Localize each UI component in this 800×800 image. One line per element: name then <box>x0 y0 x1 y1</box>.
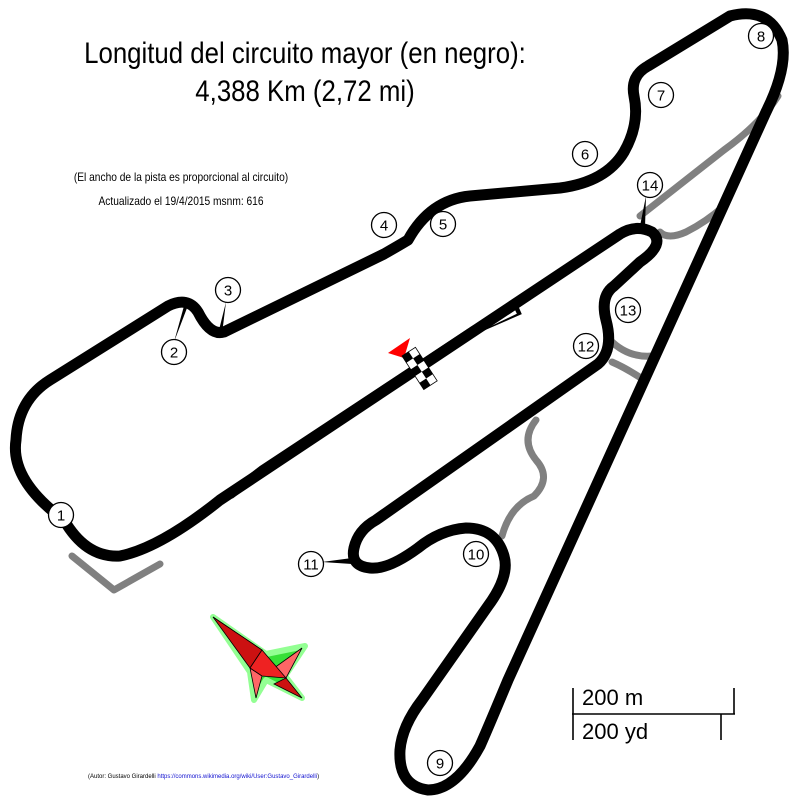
svg-text:11: 11 <box>303 557 319 574</box>
turn-marker-4: 4 <box>370 211 398 239</box>
turn-marker-9: 9 <box>426 749 454 777</box>
turn-marker-1: 1 <box>47 501 75 529</box>
alt-section-chicane <box>498 416 547 540</box>
turn-marker-10: 10 <box>462 540 490 568</box>
alt-section-infield-1 <box>606 336 656 360</box>
scale-metric-label: 200 m <box>582 685 644 710</box>
turn-marker-14: 14 <box>636 171 664 227</box>
scale-bar <box>572 688 735 740</box>
author-link[interactable]: https://commons.wikimedia.org/wiki/User:… <box>157 774 318 780</box>
checkered-flag-icon <box>388 338 438 391</box>
turn-marker-5: 5 <box>429 210 457 238</box>
svg-text:5: 5 <box>439 217 447 234</box>
svg-text:12: 12 <box>578 339 595 356</box>
svg-text:9: 9 <box>436 756 444 773</box>
author-suffix: ) <box>317 774 320 780</box>
svg-text:13: 13 <box>620 303 637 320</box>
title-distance: 4,388 Km (2,72 mi) <box>195 75 415 108</box>
turn-marker-2: 2 <box>160 306 188 366</box>
main-track <box>9 8 789 796</box>
turn-marker-12: 12 <box>572 332 600 360</box>
width-note: (El ancho de la pista es proporcional al… <box>73 170 289 184</box>
svg-text:1: 1 <box>57 508 65 525</box>
alt-section-turn1 <box>68 552 164 594</box>
svg-text:2: 2 <box>170 345 178 362</box>
scale-imperial-label: 200 yd <box>582 719 649 744</box>
turn-marker-13: 13 <box>614 296 642 324</box>
author-credit: (Autor: Gustavo Girardelli https://commo… <box>88 774 319 780</box>
updated-note: Actualizado el 19/4/2015 msnm: 616 <box>98 194 264 208</box>
alt-section-infield-2 <box>608 358 648 384</box>
compass-rose-icon <box>210 614 308 703</box>
svg-text:3: 3 <box>224 283 232 300</box>
turn-marker-6: 6 <box>571 140 599 168</box>
svg-text:10: 10 <box>468 547 485 564</box>
svg-text:14: 14 <box>642 178 659 195</box>
turn-marker-3: 3 <box>214 276 242 334</box>
svg-text:6: 6 <box>581 147 589 164</box>
svg-text:8: 8 <box>757 29 765 46</box>
svg-text:4: 4 <box>380 218 388 235</box>
turn-markers: 1 2 3 4 5 6 <box>47 22 775 777</box>
svg-text:7: 7 <box>657 88 665 105</box>
turn-marker-11: 11 <box>297 550 352 578</box>
alt-section-turn8-straight <box>636 92 782 220</box>
title-length: Longitud del circuito mayor (en negro): <box>84 37 526 70</box>
turn-marker-8: 8 <box>747 22 775 50</box>
author-prefix: (Autor: Gustavo Girardelli <box>88 774 156 780</box>
turn-marker-7: 7 <box>647 81 675 109</box>
